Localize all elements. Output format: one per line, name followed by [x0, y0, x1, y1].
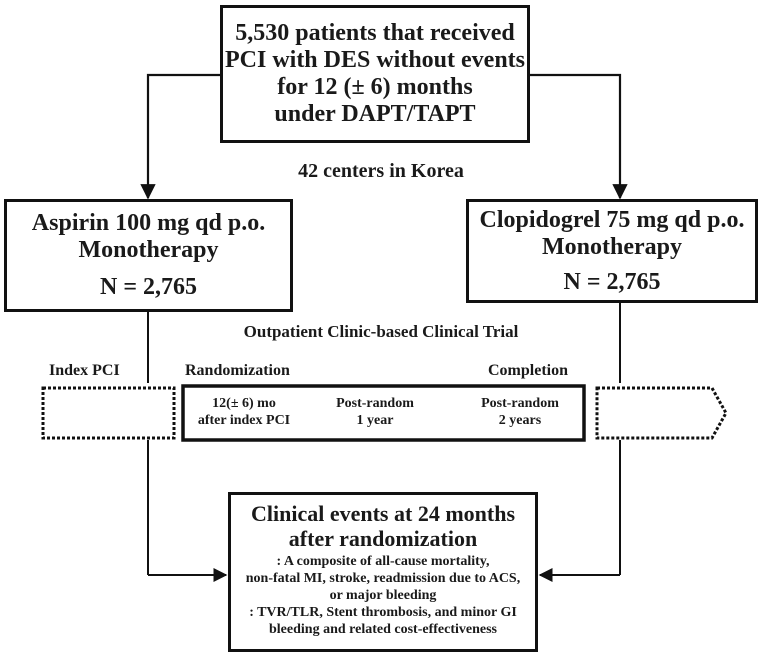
enrollment-box: 5,530 patients that received PCI with DE…	[220, 5, 530, 143]
clopidogrel-arm-box: Clopidogrel 75 mg qd p.o. Monotherapy N …	[466, 199, 758, 303]
clinical-events-title-1: Clinical events at 24 months	[251, 501, 515, 526]
enrollment-line-4: under DAPT/TAPT	[274, 101, 476, 127]
timeline-post-segment	[595, 386, 728, 440]
aspirin-arm-n: N = 2,765	[99, 274, 197, 300]
aspirin-arm-box: Aspirin 100 mg qd p.o. Monotherapy N = 2…	[4, 199, 293, 312]
primary-endpoint-line-2: non-fatal MI, stroke, readmission due to…	[245, 571, 521, 586]
clopidogrel-arm-line-2: Monotherapy	[542, 233, 682, 260]
timeline-pre-segment	[41, 386, 176, 440]
primary-endpoint-line-1: : A composite of all-cause mortality,	[276, 554, 490, 569]
secondary-endpoint-line-1: : TVR/TLR, Stent thrombosis, and minor G…	[249, 605, 517, 620]
timeline-cell-3-line-1: Post-random	[481, 396, 559, 411]
enrollment-line-1: 5,530 patients that received	[235, 20, 515, 46]
timeline-cell-2-years: Post-random 2 years	[470, 395, 570, 429]
clinical-events-title-2: after randomization	[288, 526, 478, 551]
aspirin-arm-line-2: Monotherapy	[78, 237, 219, 263]
primary-endpoint-line-3: or major bleeding	[329, 588, 437, 603]
clopidogrel-arm-n: N = 2,765	[563, 268, 661, 295]
timeline-cell-1-line-1: 12(± 6) mo	[212, 396, 276, 411]
clopidogrel-arm-line-1: Clopidogrel 75 mg qd p.o.	[479, 206, 745, 233]
timeline-main-segment	[181, 384, 586, 442]
trial-type-label: Outpatient Clinic-based Clinical Trial	[243, 322, 519, 341]
index-pci-label: Index PCI	[49, 362, 120, 379]
clinical-events-box: Clinical events at 24 months after rando…	[228, 492, 538, 652]
timeline-cell-1-year: Post-random 1 year	[325, 395, 425, 429]
randomization-label: Randomization	[185, 362, 290, 379]
secondary-endpoint-line-2: bleeding and related cost-effectiveness	[269, 622, 497, 637]
enrollment-line-3: for 12 (± 6) months	[277, 74, 473, 100]
timeline-cell-3-line-2: 2 years	[498, 413, 542, 428]
arrow-to-aspirin	[140, 73, 220, 200]
arrow-to-clopidogrel	[530, 73, 628, 200]
completion-label: Completion	[488, 362, 568, 379]
aspirin-arm-line-1: Aspirin 100 mg qd p.o.	[31, 210, 266, 236]
enrollment-line-2: PCI with DES without events	[224, 47, 526, 73]
timeline-cell-2-line-1: Post-random	[336, 396, 414, 411]
centers-label: 42 centers in Korea	[298, 160, 464, 182]
timeline-cell-randomization: 12(± 6) mo after index PCI	[188, 395, 300, 429]
timeline-cell-2-line-2: 1 year	[356, 413, 394, 428]
timeline-cell-1-line-2: after index PCI	[197, 413, 291, 428]
